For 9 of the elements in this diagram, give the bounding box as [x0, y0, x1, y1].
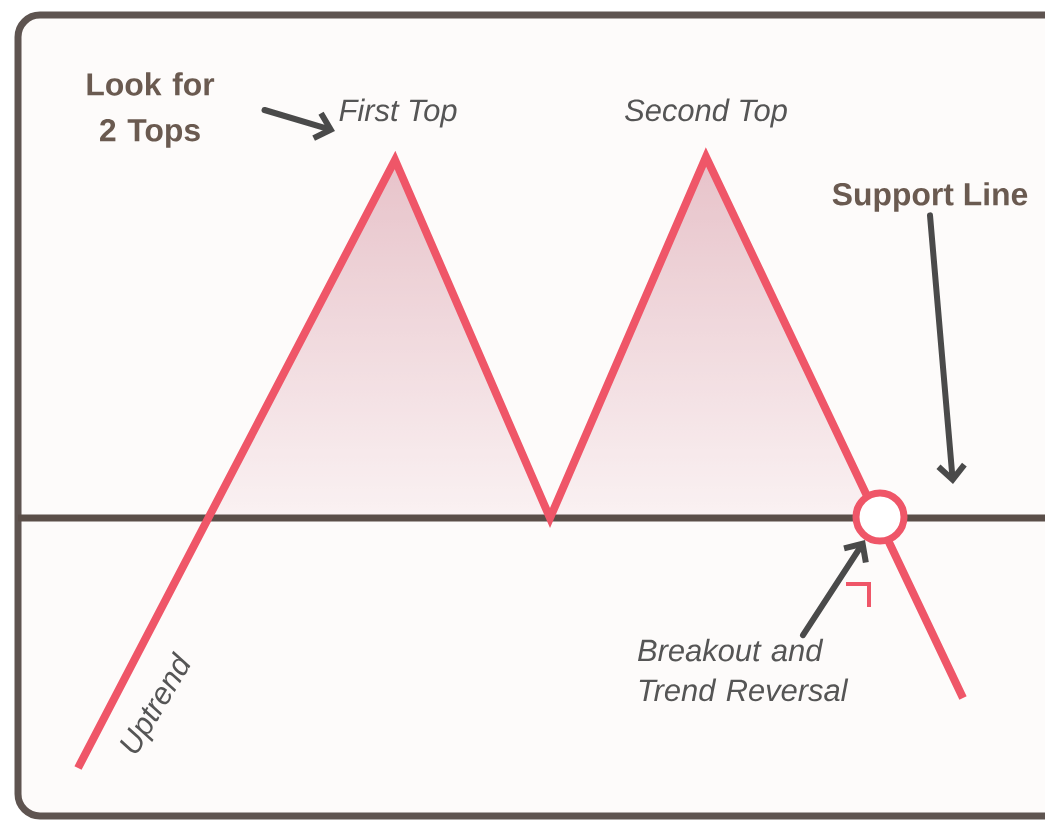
arrow	[800, 540, 869, 639]
peak-label: Second Top	[625, 98, 787, 128]
breakout-circle	[852, 489, 908, 545]
arrow	[927, 212, 967, 484]
arrow	[261, 107, 335, 141]
breakout-label: Breakout and Trend Reversal	[637, 638, 849, 702]
callout-text: Support Line	[832, 182, 1028, 212]
peak-label: First Top	[339, 98, 457, 128]
callout-text: Look for 2 Tops	[87, 72, 215, 148]
